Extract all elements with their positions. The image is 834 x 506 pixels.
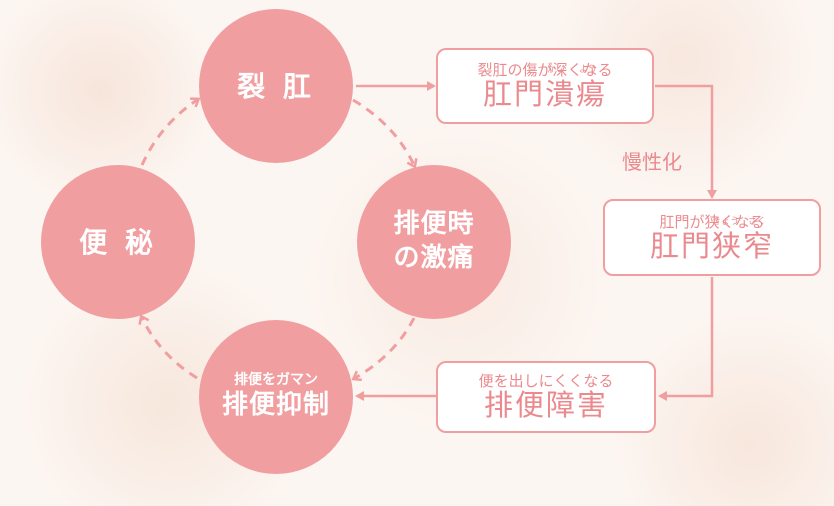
arrow-constipation-to-crack — [140, 100, 197, 166]
box-anal-stenosis-main-rest-wrap: きょうさく狭窄 — [712, 217, 775, 263]
box-anal-ulcer-main-prefix: 肛門 — [482, 77, 545, 112]
circle-anal-fissure: 裂 肛 — [199, 9, 353, 163]
circle-defecation-suppression-big: 排便抑制 — [221, 390, 330, 421]
arrow-ulcer-to-stenosis — [655, 84, 717, 199]
box-anal-ulcer-sub: 裂肛の傷が深くなる — [477, 61, 613, 80]
box-anal-stenosis-main-prefix: 肛門 — [649, 228, 712, 263]
box-anal-ulcer-ruby1: かい — [547, 65, 566, 76]
box-anal-ulcer-ruby2: よう — [579, 65, 598, 76]
box-anal-stenosis-main: 肛門きょうさく狭窄 — [649, 217, 775, 263]
box-anal-ulcer-main: 肛門かい よう潰瘍 — [482, 65, 608, 112]
circle-defecation-suppression-small: 排便をガマン — [234, 372, 318, 388]
box-anal-stenosis-main-rest: 狭窄 — [712, 228, 775, 263]
arrow-stenosis-to-disorder — [658, 277, 714, 401]
circle-defecation-suppression: 排便をガマン 排便抑制 — [199, 320, 353, 474]
arrow-suppression-to-constipation — [142, 318, 198, 380]
circle-defecation-pain-line1: 排便時 — [393, 209, 475, 240]
arrow-crack-to-pain — [352, 98, 414, 165]
box-anal-stenosis-ruby2: さく — [748, 216, 767, 227]
box-anal-stenosis-ruby1: きょう — [712, 216, 740, 227]
arrow-pain-to-suppression — [355, 317, 416, 378]
circle-defecation-pain: 排便時 の激痛 — [357, 165, 511, 319]
box-anal-ulcer-main-rest-wrap: かい よう潰瘍 — [545, 65, 608, 112]
circle-anal-fissure-label: 裂 肛 — [237, 69, 315, 103]
box-anal-stenosis: 肛門が狭くなる 肛門きょうさく狭窄 — [603, 199, 821, 276]
box-anal-stenosis-sub: 肛門が狭くなる — [659, 212, 765, 231]
box-defecation-disorder-main: 排便障害 — [483, 388, 608, 423]
box-anal-ulcer: 裂肛の傷が深くなる 肛門かい よう潰瘍 — [436, 48, 654, 124]
circle-constipation-label: 便 秘 — [79, 225, 157, 259]
box-defecation-disorder: 便を出しにくくなる 排便障害 — [436, 361, 656, 433]
label-chronic: 慢性化 — [622, 150, 682, 174]
box-anal-ulcer-main-rest: 潰瘍 — [545, 77, 608, 112]
circle-defecation-pain-line2: の激痛 — [393, 243, 475, 273]
box-defecation-disorder-sub: 便を出しにくくなる — [478, 372, 614, 391]
circle-constipation: 便 秘 — [41, 165, 195, 319]
